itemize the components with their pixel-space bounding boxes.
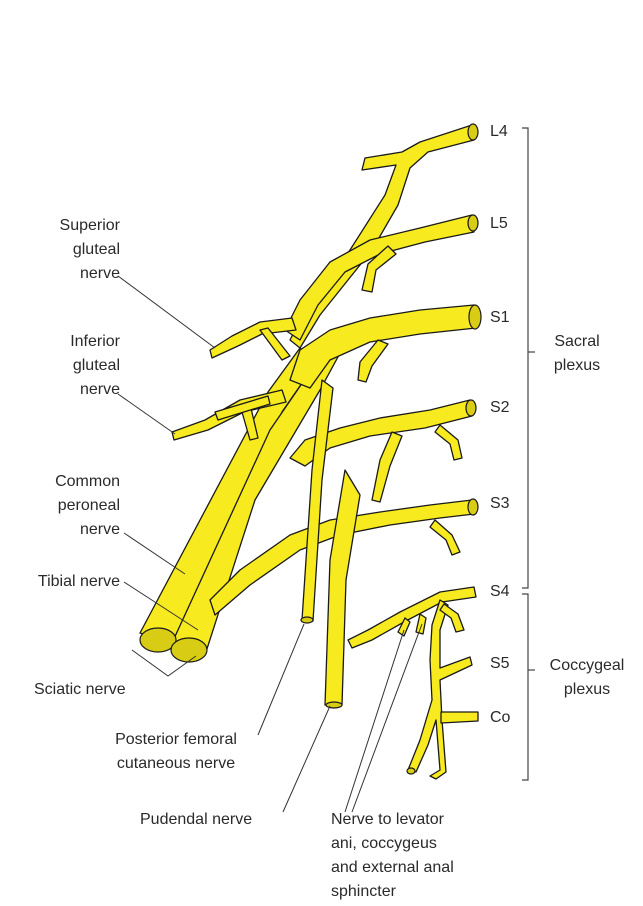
posterior-femoral-label-line2: cutaneous nerve: [88, 752, 264, 776]
sacral-plexus-label: Sacral plexus: [537, 330, 617, 378]
coccygeal-bracket: [522, 594, 528, 780]
root-label-l5: L5: [490, 212, 508, 236]
levator-label-line1: Nerve to levator: [331, 808, 454, 832]
pudendal-nerve-trunk: [325, 470, 360, 705]
root-label-s4: S4: [490, 580, 510, 604]
nerve-trunks: [140, 124, 481, 779]
tibial-label: Tibial nerve: [0, 570, 120, 594]
root-label-s1: S1: [490, 306, 510, 330]
inferior-gluteal-label-line3: nerve: [20, 378, 120, 402]
root-label-co: Co: [490, 706, 510, 730]
superior-gluteal-label: Superior gluteal nerve: [20, 214, 120, 286]
levator-label-line3: and external anal: [331, 856, 454, 880]
common-peroneal-label-line2: peroneal: [10, 494, 120, 518]
inferior-gluteal-label-line1: Inferior: [20, 330, 120, 354]
root-label-s2: S2: [490, 396, 510, 420]
root-label-s5: S5: [490, 652, 510, 676]
sacral-bracket: [522, 128, 528, 588]
levator-label-line4: sphincter: [331, 880, 454, 904]
sacral-plexus-label-line2: plexus: [537, 354, 617, 378]
root-label-s3: S3: [490, 492, 510, 516]
coccygeal-plexus-label: Coccygeal plexus: [537, 654, 637, 702]
plexus-brackets: [522, 128, 535, 780]
superior-gluteal-label-line3: nerve: [20, 262, 120, 286]
superior-gluteal-label-line1: Superior: [20, 214, 120, 238]
posterior-femoral-cutaneous-trunk: [302, 380, 333, 621]
common-peroneal-label: Common peroneal nerve: [10, 470, 120, 542]
sciatic-label: Sciatic nerve: [34, 678, 126, 702]
levator-label-line2: ani, coccygeus: [331, 832, 454, 856]
pudendal-label: Pudendal nerve: [140, 808, 252, 832]
sacral-plexus-label-line1: Sacral: [537, 330, 617, 354]
coccygeal-plexus-label-line1: Coccygeal: [537, 654, 637, 678]
posterior-femoral-label: Posterior femoral cutaneous nerve: [88, 728, 264, 776]
posterior-femoral-label-line1: Posterior femoral: [88, 728, 264, 752]
levator-label: Nerve to levator ani, coccygeus and exte…: [331, 808, 454, 904]
common-peroneal-label-line3: nerve: [10, 518, 120, 542]
inferior-gluteal-label-line2: gluteal: [20, 354, 120, 378]
superior-gluteal-label-line2: gluteal: [20, 238, 120, 262]
coccygeal-plexus-label-line2: plexus: [537, 678, 637, 702]
inferior-gluteal-label: Inferior gluteal nerve: [20, 330, 120, 402]
root-label-l4: L4: [490, 120, 508, 144]
common-peroneal-label-line1: Common: [10, 470, 120, 494]
